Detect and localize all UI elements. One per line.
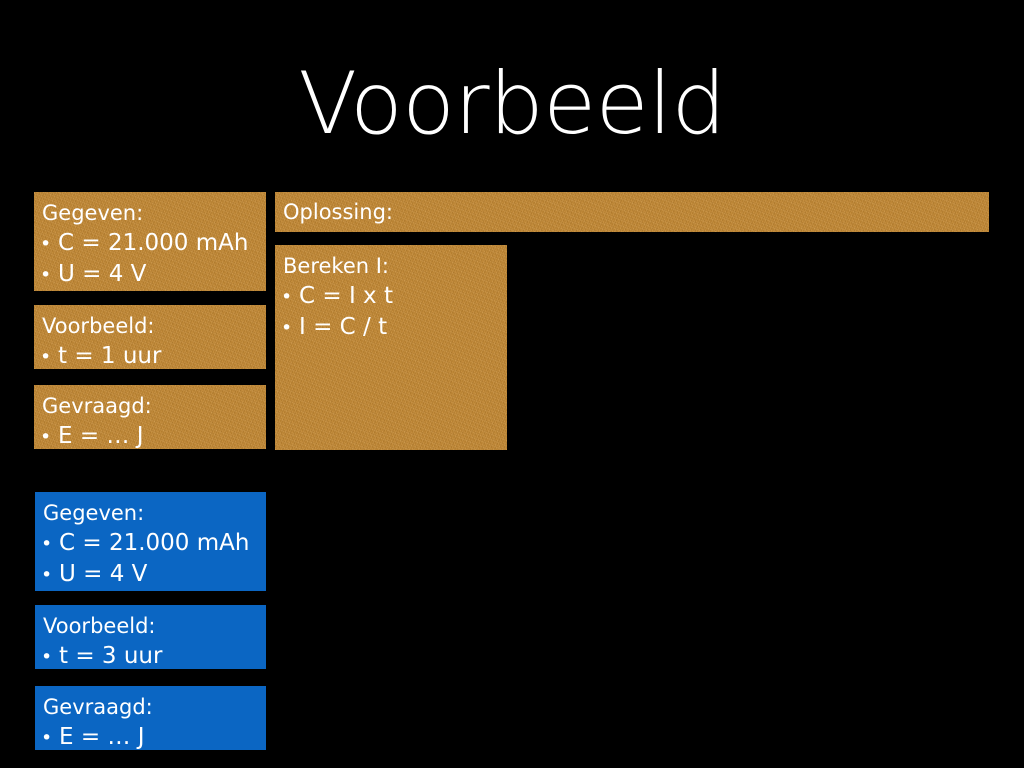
calc-current-heading: Bereken I: [283, 254, 390, 278]
bullet-dot-icon: • [40, 233, 52, 255]
orange-asked-box: Gevraagd: • E = … J [34, 385, 266, 449]
bullet-dot-icon: • [41, 564, 53, 586]
bullet-dot-icon: • [281, 317, 293, 339]
blue-given-bullet-2-text: U = 4 V [59, 561, 148, 587]
blue-asked-box: Gevraagd: • E = … J [35, 686, 266, 750]
orange-example-box: Voorbeeld: • t = 1 uur [34, 305, 266, 369]
bullet-dot-icon: • [40, 426, 52, 448]
bullet-dot-icon: • [40, 346, 52, 368]
orange-given-heading: Gegeven: [42, 201, 144, 225]
blue-asked-bullet-1-text: E = … J [59, 724, 145, 750]
calc-current-bullet-2-text: I = C / t [299, 314, 388, 340]
orange-given-box: Gegeven: • C = 21.000 mAh • U = 4 V [34, 192, 266, 291]
blue-given-bullet-1: • C = 21.000 mAh [41, 528, 266, 559]
calc-current-bullet-2: • I = C / t [281, 312, 507, 343]
blue-given-box: Gegeven: • C = 21.000 mAh • U = 4 V [35, 492, 266, 591]
blue-given-heading: Gegeven: [43, 501, 145, 525]
blue-given-bullet-1-text: C = 21.000 mAh [59, 530, 250, 556]
calc-current-bullet-1-text: C = I x t [299, 283, 393, 309]
bullet-dot-icon: • [41, 533, 53, 555]
orange-given-bullet-2: • U = 4 V [40, 259, 266, 290]
bullet-dot-icon: • [281, 286, 293, 308]
blue-example-bullet-1-text: t = 3 uur [59, 643, 163, 669]
orange-given-bullet-2-text: U = 4 V [58, 261, 147, 287]
orange-asked-heading: Gevraagd: [42, 394, 152, 418]
orange-asked-bullet-1: • E = … J [40, 421, 266, 449]
page-title: Voorbeeld [298, 54, 726, 154]
orange-example-heading: Voorbeeld: [42, 314, 155, 338]
calc-current-box: Bereken I: • C = I x t • I = C / t [275, 245, 507, 450]
blue-example-bullet-1: • t = 3 uur [41, 641, 266, 669]
orange-given-bullet-1-text: C = 21.000 mAh [58, 230, 249, 256]
blue-example-heading: Voorbeeld: [43, 614, 156, 638]
bullet-dot-icon: • [41, 727, 53, 749]
blue-asked-heading: Gevraagd: [43, 695, 153, 719]
solution-heading: Oplossing: [283, 200, 393, 224]
blue-given-bullet-2: • U = 4 V [41, 559, 266, 590]
blue-asked-bullet-1: • E = … J [41, 722, 266, 750]
orange-example-bullet-1: • t = 1 uur [40, 341, 266, 369]
solution-banner: Oplossing: [275, 192, 989, 232]
blue-example-box: Voorbeeld: • t = 3 uur [35, 605, 266, 669]
orange-given-bullet-1: • C = 21.000 mAh [40, 228, 266, 259]
orange-example-bullet-1-text: t = 1 uur [58, 343, 162, 369]
bullet-dot-icon: • [41, 646, 53, 668]
bullet-dot-icon: • [40, 264, 52, 286]
orange-asked-bullet-1-text: E = … J [58, 423, 144, 449]
calc-current-bullet-1: • C = I x t [281, 281, 507, 312]
